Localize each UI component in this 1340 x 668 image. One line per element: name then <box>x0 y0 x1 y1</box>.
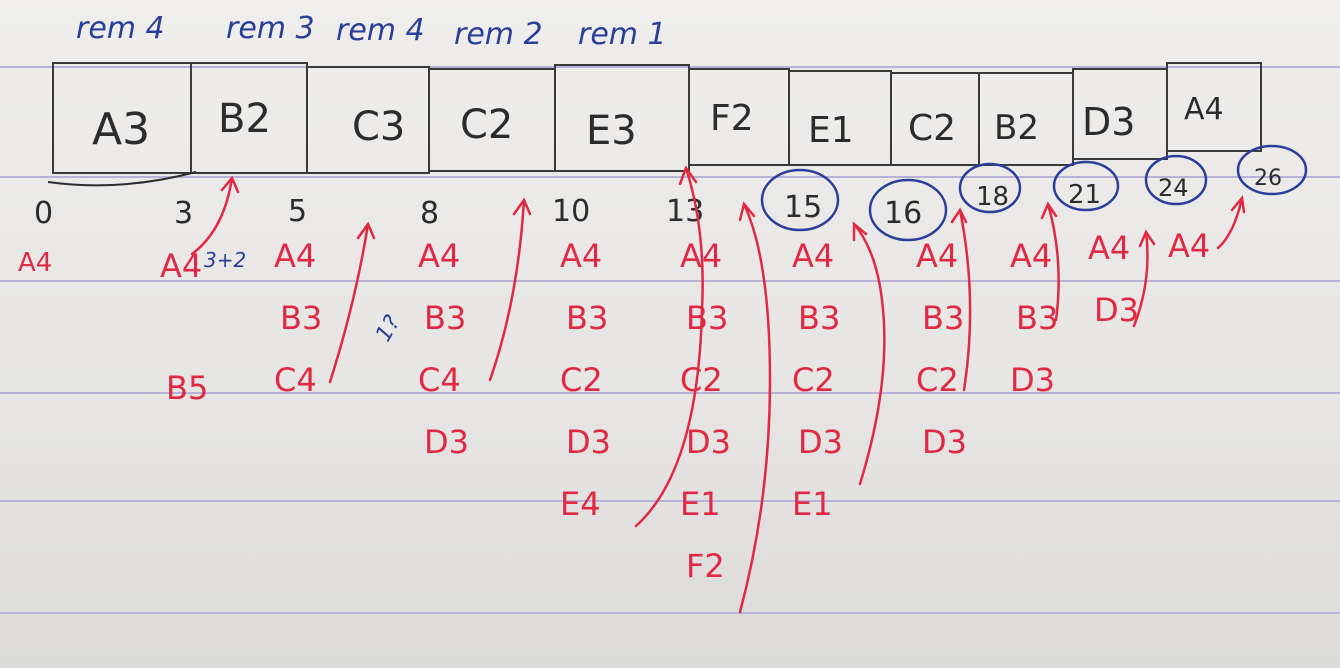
queue-entry: B3 <box>566 299 609 337</box>
time-tick: 8 <box>420 196 440 231</box>
queue-entry: B3 <box>686 299 729 337</box>
queue-entry: A4 <box>18 248 53 278</box>
queue-entry: A4 <box>792 237 835 275</box>
underline-stroke <box>47 171 197 187</box>
top-annotation: rem 3 <box>226 11 315 46</box>
queue-entry: D3 <box>566 423 611 461</box>
gantt-cell-label: F2 <box>710 98 754 139</box>
arrow <box>190 175 240 256</box>
top-annotation: rem 4 <box>76 11 165 46</box>
queue-entry: A4 <box>560 237 603 275</box>
gantt-cell-label: B2 <box>218 96 271 142</box>
gantt-cell-label: A4 <box>1184 92 1224 127</box>
gantt-cell-label: E1 <box>808 110 854 151</box>
note: 3+2 <box>204 248 247 272</box>
time-tick: 13 <box>666 194 705 229</box>
queue-entry: B3 <box>1016 299 1059 337</box>
time-tick: 16 <box>884 196 923 231</box>
queue-entry: F2 <box>686 547 725 585</box>
queue-entry: E1 <box>792 485 833 523</box>
time-tick: 5 <box>288 194 308 229</box>
time-tick: 3 <box>174 196 194 231</box>
queue-entry: C2 <box>792 361 835 399</box>
gantt-cell <box>1166 62 1262 152</box>
gantt-cell-label: C2 <box>908 108 957 149</box>
gantt-cell-label: C3 <box>352 104 406 150</box>
time-tick: 24 <box>1158 174 1189 202</box>
queue-entry: C2 <box>680 361 723 399</box>
queue-entry: D3 <box>1010 361 1055 399</box>
queue-entry: A4 <box>160 247 203 285</box>
time-tick: 26 <box>1254 166 1282 191</box>
queue-entry: C4 <box>418 361 461 399</box>
queue-entry: A4 <box>274 237 317 275</box>
queue-entry: B3 <box>798 299 841 337</box>
queue-entry: C2 <box>560 361 603 399</box>
queue-entry: A4 <box>680 237 723 275</box>
top-annotation: rem 1 <box>578 17 667 52</box>
queue-entry: B5 <box>166 369 209 407</box>
top-annotation: rem 4 <box>336 13 425 48</box>
queue-entry: D3 <box>798 423 843 461</box>
queue-entry: D3 <box>922 423 967 461</box>
queue-entry: C4 <box>274 361 317 399</box>
queue-entry: A4 <box>1088 229 1131 267</box>
ruled-line <box>0 176 1340 178</box>
gantt-cell-label: D3 <box>1082 100 1136 144</box>
ruled-line <box>0 66 1340 68</box>
arrow <box>328 221 376 384</box>
arrow <box>852 221 886 486</box>
time-tick: 0 <box>34 196 54 231</box>
queue-entry: A4 <box>1168 227 1211 265</box>
queue-entry: A4 <box>418 237 461 275</box>
top-annotation: rem 2 <box>454 17 543 52</box>
arrow <box>488 197 532 382</box>
time-tick: 15 <box>784 190 823 225</box>
ruled-line <box>0 612 1340 614</box>
note: 1? <box>371 311 406 347</box>
queue-entry: E4 <box>560 485 601 523</box>
queue-entry: B3 <box>280 299 323 337</box>
ruled-line <box>0 500 1340 502</box>
time-tick: 18 <box>976 182 1010 212</box>
queue-entry: D3 <box>686 423 731 461</box>
arrow <box>1216 195 1246 250</box>
queue-entry: E1 <box>680 485 721 523</box>
queue-entry: A4 <box>1010 237 1053 275</box>
arrow <box>738 201 772 614</box>
gantt-cell-label: B2 <box>994 108 1039 148</box>
time-tick: 21 <box>1068 180 1102 210</box>
gantt-cell-label: E3 <box>586 108 637 154</box>
queue-entry: D3 <box>1094 291 1139 329</box>
gantt-cell-label: C2 <box>460 102 514 148</box>
queue-entry: A4 <box>916 237 959 275</box>
queue-entry: B3 <box>922 299 965 337</box>
time-tick: 10 <box>552 194 591 229</box>
queue-entry: D3 <box>424 423 469 461</box>
queue-entry: B3 <box>424 299 467 337</box>
queue-entry: C2 <box>916 361 959 399</box>
gantt-cell-label: A3 <box>92 104 151 155</box>
